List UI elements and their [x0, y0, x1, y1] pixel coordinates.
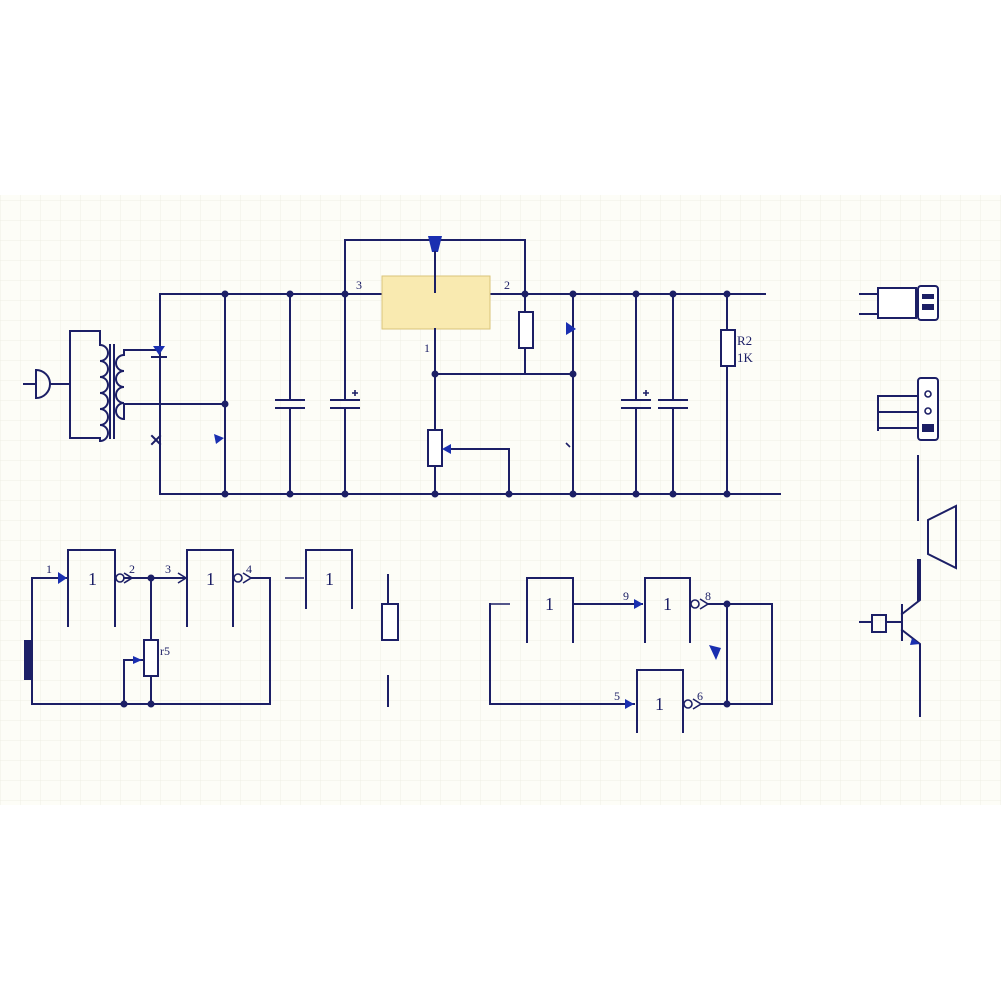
- regulator-pin-2: 2: [504, 278, 510, 292]
- svg-text:r5: r5: [160, 644, 170, 658]
- svg-text:1: 1: [545, 594, 554, 614]
- regulator-pin-1: 1: [424, 341, 430, 355]
- resistor-icon: [518, 293, 534, 375]
- potentiometer-icon: r5: [123, 639, 170, 705]
- battery-icon: [24, 640, 32, 680]
- r2-name: R2: [737, 333, 752, 348]
- capacitor-icon: [275, 293, 305, 495]
- latch-circuit: 1 9 1 8 5 1 6: [489, 577, 773, 733]
- pin-8: 8: [705, 589, 711, 603]
- regulator-pin-3: 3: [356, 278, 362, 292]
- pin-4: 4: [246, 562, 252, 576]
- resistor-icon: [720, 293, 736, 495]
- connector-icon: [859, 285, 939, 321]
- capacitor-icon: [658, 293, 688, 495]
- pin-5: 5: [614, 689, 620, 703]
- grid-paper: [0, 195, 1001, 805]
- r2-value: 1K: [737, 350, 754, 365]
- pin-1: 1: [46, 562, 52, 576]
- diode-icon: [151, 346, 167, 358]
- svg-text:1: 1: [325, 569, 334, 589]
- svg-text:1: 1: [655, 694, 664, 714]
- plug-icon: [23, 330, 71, 439]
- diode-icon: [565, 293, 576, 495]
- potentiometer-icon: [427, 429, 510, 495]
- svg-text:1: 1: [206, 569, 215, 589]
- pin-6: 6: [697, 689, 703, 703]
- diode-icon: [709, 645, 721, 660]
- pin-2: 2: [129, 562, 135, 576]
- pin-3: 3: [165, 562, 171, 576]
- electrolytic-capacitor-icon: [330, 239, 360, 495]
- pin-9: 9: [623, 589, 629, 603]
- electrolytic-capacitor-icon: [621, 293, 651, 495]
- led-icon: [428, 236, 442, 276]
- power-supply-circuit: 3 2 1: [23, 236, 781, 498]
- svg-text:1: 1: [88, 569, 97, 589]
- transistor-icon: [877, 377, 939, 441]
- diode-icon: [150, 434, 224, 446]
- oscillator-circuit: 1 1 2 r5 1 3 4: [24, 549, 353, 708]
- buzzer-icon: [917, 455, 957, 601]
- gate-3: 1: [305, 549, 353, 609]
- transformer-icon: [69, 330, 226, 443]
- gate-4: 1: [526, 577, 574, 643]
- svg-text:1: 1: [663, 594, 672, 614]
- resistor-icon: [381, 574, 399, 707]
- transistor-icon: [859, 559, 921, 717]
